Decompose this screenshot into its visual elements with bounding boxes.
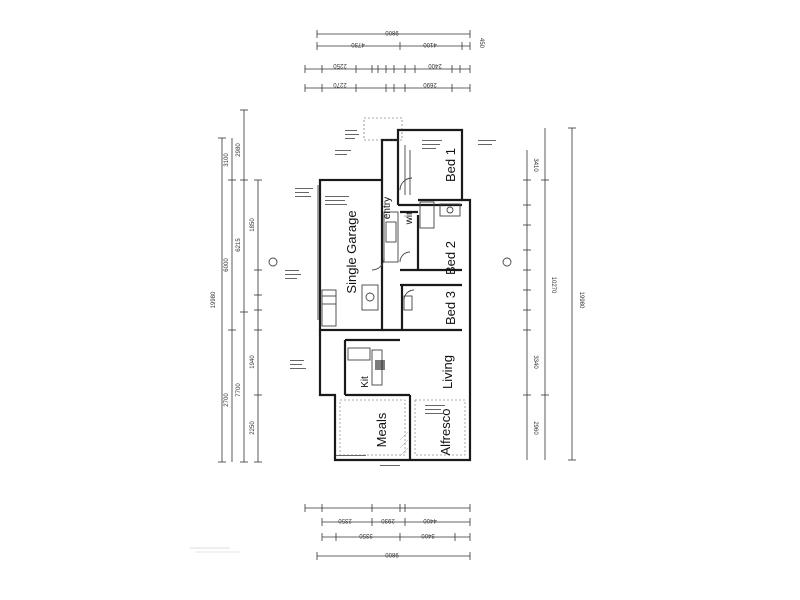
room-label-entry: entry <box>382 197 393 219</box>
left-dim-a3: 2700 <box>224 393 230 407</box>
top-dimension-lines: 9800 4730 4100 450 2250 2400 <box>304 29 484 92</box>
left-dim-a1: 3100 <box>224 153 230 167</box>
bottom-dimension-lines: 2350 2930 4400 3350 3400 9800 <box>304 504 471 560</box>
right-overall-dimension: 19980 <box>578 292 584 309</box>
right-dim-a1: 3410 <box>532 158 538 172</box>
bottom-overall-dimension: 9800 <box>385 551 399 557</box>
left-dim-a2: 6000 <box>224 258 230 272</box>
bottom-row2-dim-2: 3350 <box>359 532 373 538</box>
room-label-single-garage: Single Garage <box>344 210 359 293</box>
faint-marks <box>190 547 240 553</box>
bottom-row1-dim-3: 4400 <box>423 517 437 523</box>
left-dim-b3: 7700 <box>236 383 242 397</box>
left-dim-c2: 1940 <box>250 355 256 369</box>
room-label-bed3: Bed 3 <box>443 291 458 325</box>
top-dim-2: 4100 <box>423 41 437 47</box>
top-dim-1: 4730 <box>351 41 365 47</box>
room-label-alfresco: Alfresco <box>438 409 453 456</box>
room-label-bed2: Bed 2 <box>443 241 458 275</box>
bottom-row1-dim-2: 2930 <box>381 517 395 523</box>
top-dim-3: 450 <box>478 38 484 49</box>
top-row2-dim-1: 2250 <box>333 62 347 68</box>
top-row2-dim-2: 2400 <box>428 62 442 68</box>
room-label-bed1: Bed 1 <box>443 148 458 182</box>
section-marker-left <box>268 257 278 267</box>
room-label-wir: wir <box>404 211 415 225</box>
bottom-row1-dim-1: 2350 <box>338 517 352 523</box>
garage-walls <box>318 178 384 332</box>
plan-fixtures <box>317 117 466 457</box>
left-dim-c1: 1850 <box>250 218 256 232</box>
right-dim-a6: 2960 <box>532 421 538 435</box>
right-dim-a5: 3340 <box>532 355 538 369</box>
left-dim-c3: 2250 <box>250 421 256 435</box>
right-dim-b2: 10270 <box>550 277 556 294</box>
plan-notes <box>285 130 496 466</box>
left-dim-b2: 6215 <box>236 238 242 252</box>
top-row3-dim-2: 2690 <box>423 81 437 87</box>
top-overall-dimension: 9800 <box>385 29 399 35</box>
bottom-row2-dim-3: 3400 <box>421 532 435 538</box>
room-label-meals: Meals <box>374 412 389 447</box>
left-dimension-lines: 19980 3100 6000 2700 2980 6215 7700 <box>211 109 278 463</box>
left-overall-dimension: 19980 <box>211 291 217 308</box>
left-dim-b1: 2980 <box>236 143 242 157</box>
section-marker-right <box>502 257 512 267</box>
room-label-kit: Kit <box>360 376 371 388</box>
building-walls <box>318 128 472 462</box>
room-label-living: Living <box>440 355 455 389</box>
right-dimension-lines: 19980 10270 3410 3340 2960 <box>502 127 584 461</box>
top-row3-dim-1: 2270 <box>333 81 347 87</box>
room-labels: Bed 1 entry wir Single Garage Bed 2 Bed … <box>344 148 458 455</box>
